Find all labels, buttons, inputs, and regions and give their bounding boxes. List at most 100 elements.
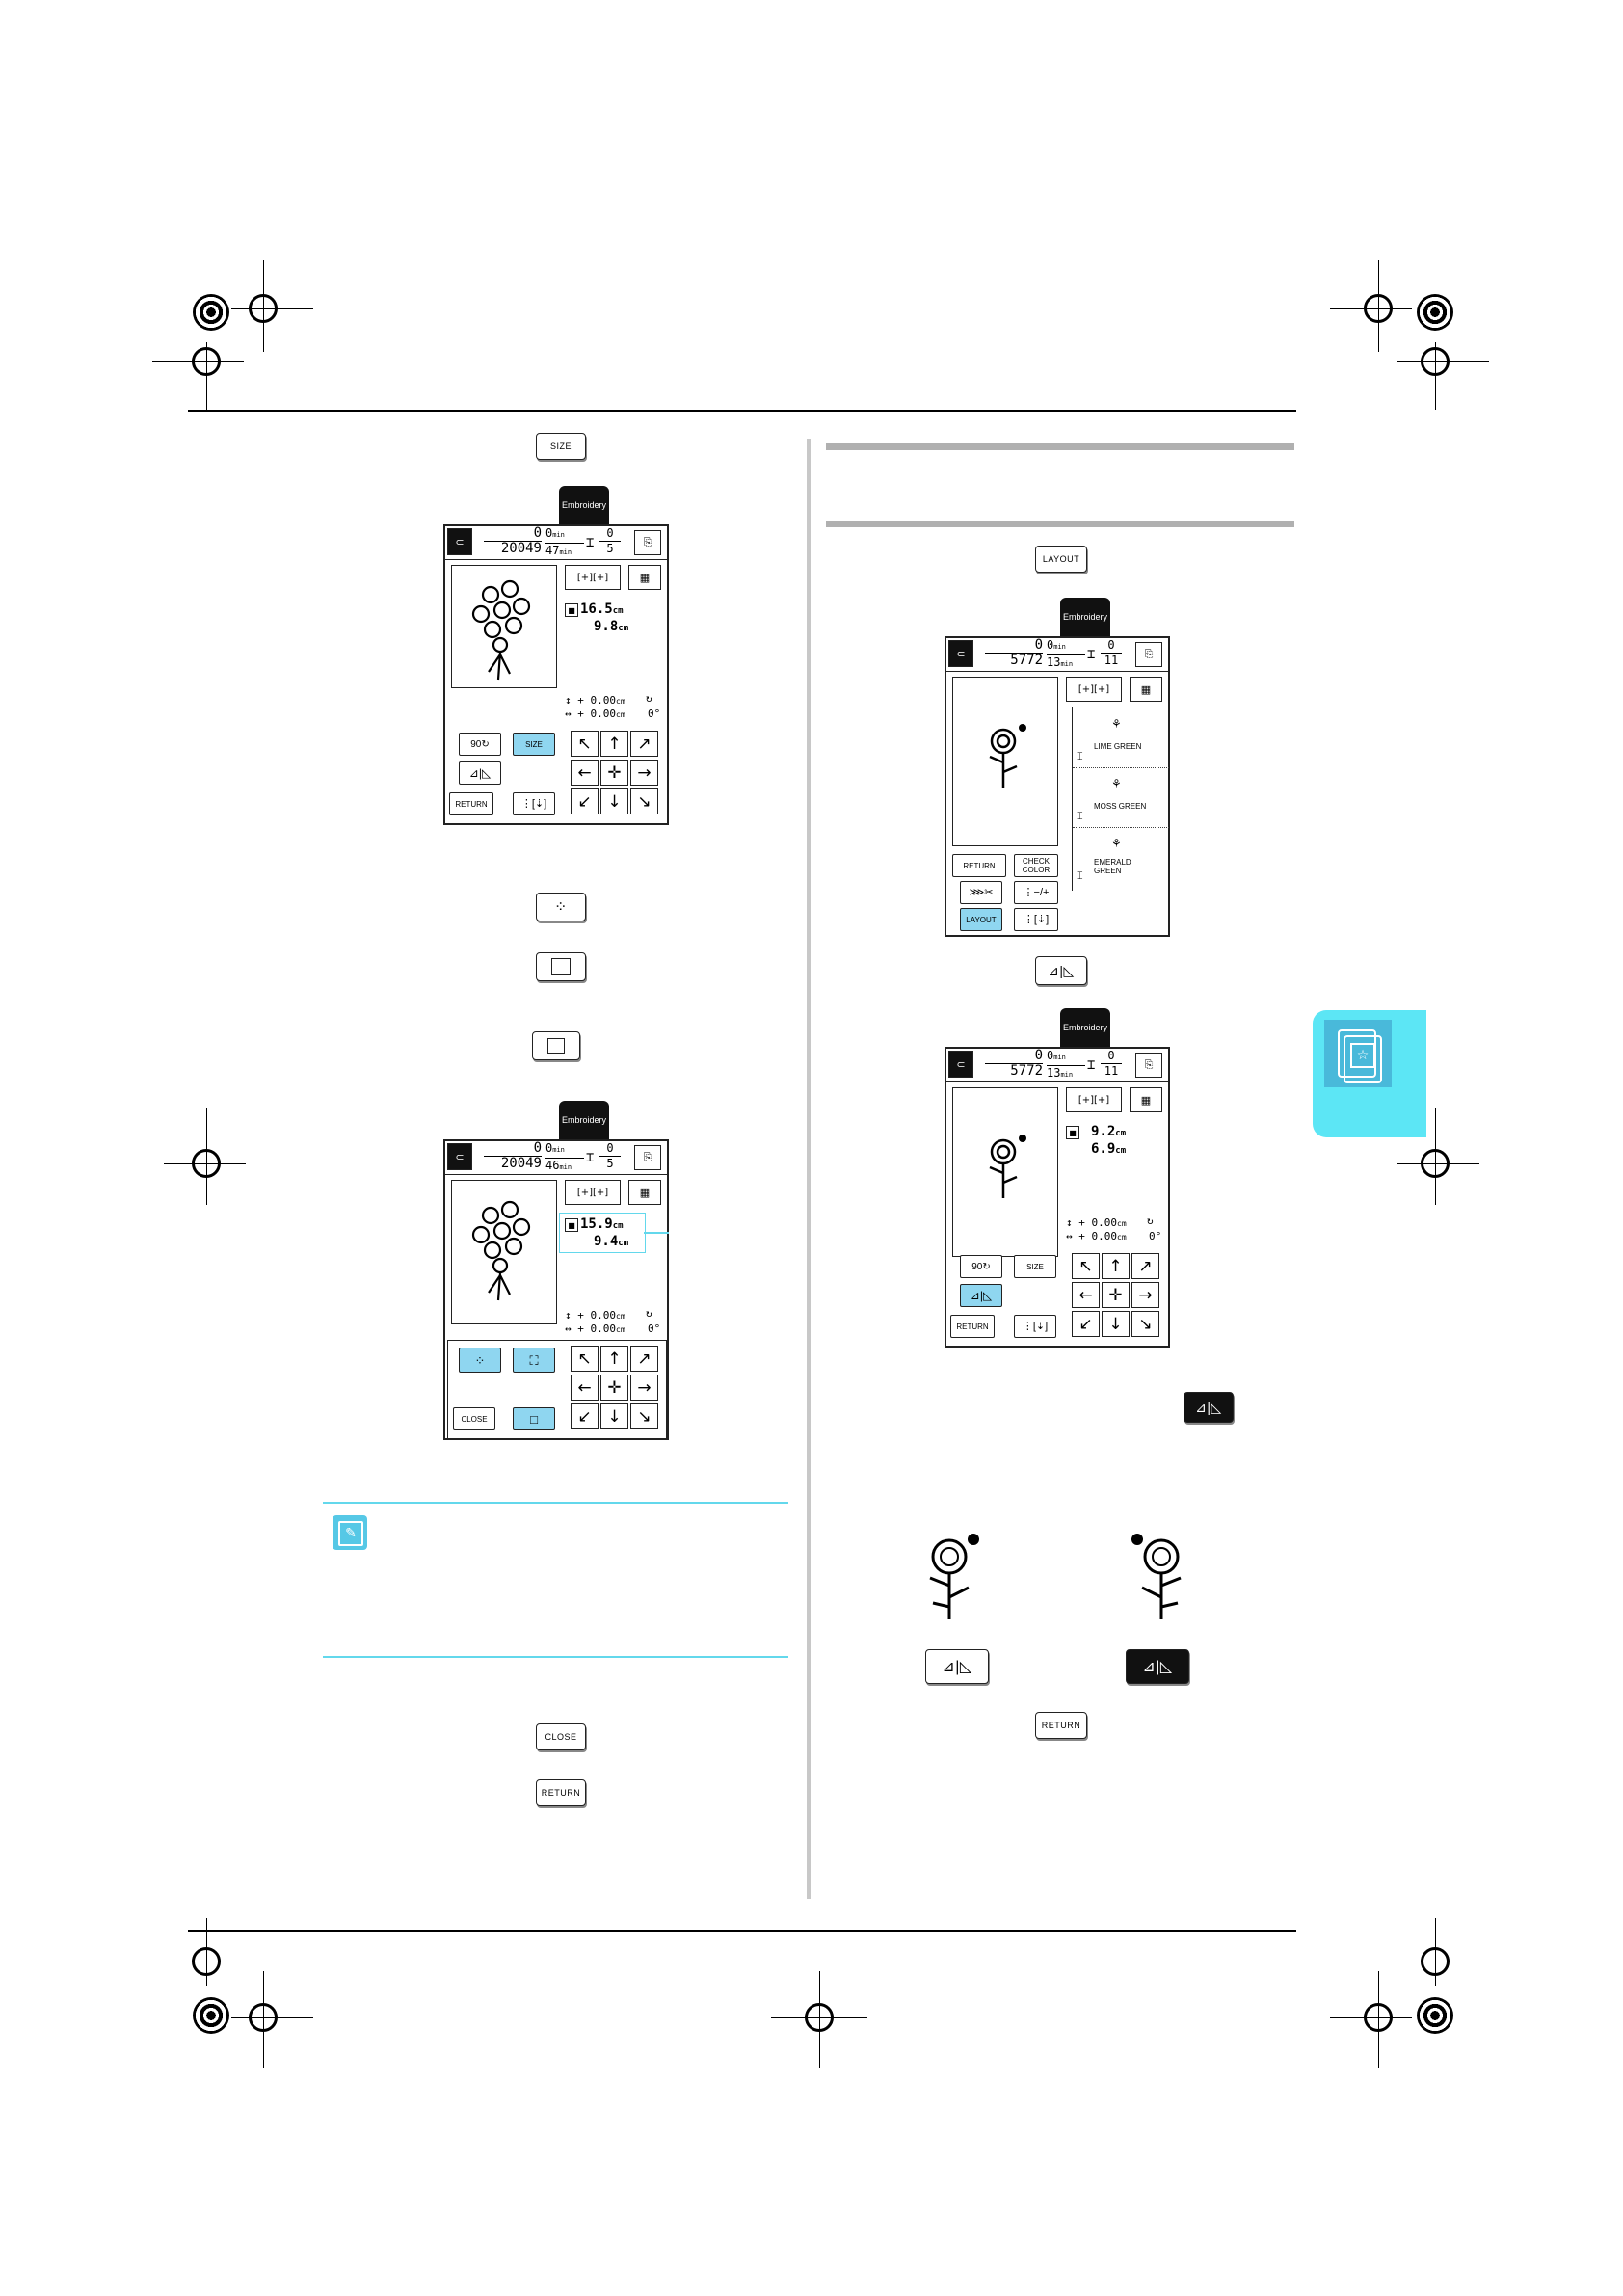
return-key[interactable]: RETURN (536, 1779, 586, 1806)
position-vertical: 0.00 (1091, 1216, 1118, 1229)
position-vertical: 0.00 (590, 1309, 617, 1322)
size-button[interactable]: SIZE (513, 733, 555, 756)
trial-button[interactable]: ⋮[⇣] (1014, 1315, 1056, 1338)
cm-unit: cm (1117, 1219, 1127, 1228)
size-icon: ■ (565, 1218, 578, 1232)
move-center-button[interactable]: ✛ (600, 1375, 628, 1401)
hoop-select-icon[interactable]: [+][+] (1066, 677, 1122, 702)
thread-color-item[interactable]: ⚘ EMERALD GREEN ⌶ (1073, 827, 1169, 887)
size-button[interactable]: SIZE (1014, 1255, 1056, 1278)
stitch-count-done: 0 (985, 638, 1043, 654)
thread-cut-icon[interactable]: ⎘ (1135, 1053, 1162, 1078)
scale-fit-key[interactable]: ⁘ (536, 893, 586, 921)
mirror-key-on[interactable]: ⊿|◺ (1184, 1392, 1234, 1423)
move-down-button[interactable]: ↓ (600, 788, 628, 814)
move-down-button[interactable]: ↓ (600, 1403, 628, 1429)
move-right-button[interactable]: → (630, 760, 658, 786)
move-left-button[interactable]: ← (571, 1375, 599, 1401)
cm-unit: cm (1115, 1129, 1127, 1138)
move-center-button[interactable]: ✛ (1102, 1282, 1130, 1308)
move-center-button[interactable]: ✛ (600, 760, 628, 786)
mirror-button[interactable]: ⊿|◺ (459, 761, 501, 785)
move-up-button[interactable]: ↑ (600, 731, 628, 757)
presser-foot-icon: ⊂ (447, 528, 472, 555)
frame-key[interactable] (532, 1031, 580, 1060)
move-up-right-button[interactable]: ↗ (630, 731, 658, 757)
thread-color-list[interactable]: ⚘ LIME GREEN ⌶ ⚘ MOSS GREEN ⌶ ⚘ EMERALD … (1072, 707, 1169, 891)
time-done: 0 (545, 526, 553, 540)
move-left-button[interactable]: ← (571, 760, 599, 786)
mirror-key-on-sample[interactable]: ⊿|◺ (1126, 1649, 1189, 1684)
min-unit: min (1053, 1054, 1066, 1061)
tension-button[interactable]: ⋮−/+ (1014, 881, 1058, 904)
move-down-right-button[interactable]: ↘ (1131, 1311, 1159, 1337)
cm-unit: cm (616, 1325, 625, 1334)
lcd-screen-size-edit: ⊂ 0 20049 0min 46min ⌶ 0 5 ⎘ [+][+] ▦ ■ … (443, 1139, 669, 1440)
trial-button[interactable]: ⋮[⇣] (513, 792, 555, 815)
mirror-key[interactable]: ⊿|◺ (1035, 956, 1087, 985)
move-up-right-button[interactable]: ↗ (1131, 1253, 1159, 1279)
size-icon: ■ (565, 603, 578, 617)
pattern-preview (451, 1180, 557, 1324)
move-down-right-button[interactable]: ↘ (630, 1403, 658, 1429)
move-up-right-button[interactable]: ↗ (630, 1346, 658, 1372)
time-done: 0 (1047, 1049, 1054, 1062)
thread-color-item[interactable]: ⚘ LIME GREEN ⌶ (1073, 707, 1169, 768)
thread-cut-icon[interactable]: ⎘ (634, 1145, 661, 1170)
return-key-right[interactable]: RETURN (1035, 1712, 1087, 1739)
registration-target-icon (1417, 1997, 1453, 2034)
hoop-view-icon[interactable]: ▦ (1130, 1087, 1162, 1112)
return-button[interactable]: RETURN (449, 792, 493, 815)
move-left-button[interactable]: ← (1072, 1282, 1100, 1308)
rotate-icon: ↻ (646, 692, 652, 705)
return-button[interactable]: RETURN (950, 1315, 995, 1338)
rotate-90-button[interactable]: 90↻ (960, 1255, 1002, 1278)
frame-button[interactable]: □ (513, 1407, 555, 1430)
thread-color-item[interactable]: ⚘ MOSS GREEN ⌶ (1073, 767, 1169, 828)
rotate-label: 90 (470, 738, 482, 750)
scale-fit-button[interactable]: ⁘ (459, 1348, 501, 1373)
trial-button[interactable]: ⋮[⇣] (1014, 908, 1058, 931)
layout-key[interactable]: LAYOUT (1035, 546, 1087, 573)
move-right-button[interactable]: → (1131, 1282, 1159, 1308)
pattern-width: 9.8 (594, 619, 619, 634)
thread-cut-icon[interactable]: ⎘ (634, 530, 661, 555)
hoop-view-icon[interactable]: ▦ (1130, 677, 1162, 702)
move-up-button[interactable]: ↑ (1102, 1253, 1130, 1279)
move-down-left-button[interactable]: ↙ (571, 1403, 599, 1429)
move-right-button[interactable]: → (630, 1375, 658, 1401)
close-button[interactable]: CLOSE (453, 1407, 495, 1430)
move-down-right-button[interactable]: ↘ (630, 788, 658, 814)
check-color-button[interactable]: CHECK COLOR (1014, 854, 1058, 877)
embroidery-tab: Embroidery (559, 1101, 609, 1139)
hoop-select-icon[interactable]: [+][+] (565, 565, 621, 590)
color-done: 0 (1101, 1049, 1122, 1064)
cm-unit: cm (616, 1312, 625, 1321)
cm-unit: cm (612, 606, 624, 616)
move-down-left-button[interactable]: ↙ (571, 788, 599, 814)
return-button[interactable]: RETURN (952, 854, 1006, 877)
layout-button[interactable]: LAYOUT (960, 908, 1002, 931)
registration-target-icon (1417, 294, 1453, 331)
hoop-select-icon[interactable]: [+][+] (565, 1180, 621, 1205)
move-up-left-button[interactable]: ↖ (571, 1346, 599, 1372)
move-up-button[interactable]: ↑ (600, 1346, 628, 1372)
color-done: 0 (1101, 638, 1122, 654)
move-up-left-button[interactable]: ↖ (1072, 1253, 1100, 1279)
rotate-90-button[interactable]: 90↻ (459, 733, 501, 756)
hoop-view-icon[interactable]: ▦ (628, 565, 661, 590)
hoop-view-icon[interactable]: ▦ (628, 1180, 661, 1205)
expand-key[interactable] (536, 952, 586, 981)
expand-button[interactable]: ⛶ (513, 1348, 555, 1373)
size-key[interactable]: SIZE (536, 433, 586, 460)
move-down-button[interactable]: ↓ (1102, 1311, 1130, 1337)
mirror-key-off-sample[interactable]: ⊿|◺ (925, 1649, 989, 1684)
hoop-select-icon[interactable]: [+][+] (1066, 1087, 1122, 1112)
thread-cut-icon[interactable]: ⎘ (1135, 642, 1162, 667)
close-key[interactable]: CLOSE (536, 1723, 586, 1750)
thread-color-name: LIME GREEN (1094, 742, 1142, 751)
mirror-button[interactable]: ⊿|◺ (960, 1284, 1002, 1307)
thread-cut-button[interactable]: ⋙✂ (960, 881, 1002, 904)
move-down-left-button[interactable]: ↙ (1072, 1311, 1100, 1337)
move-up-left-button[interactable]: ↖ (571, 731, 599, 757)
